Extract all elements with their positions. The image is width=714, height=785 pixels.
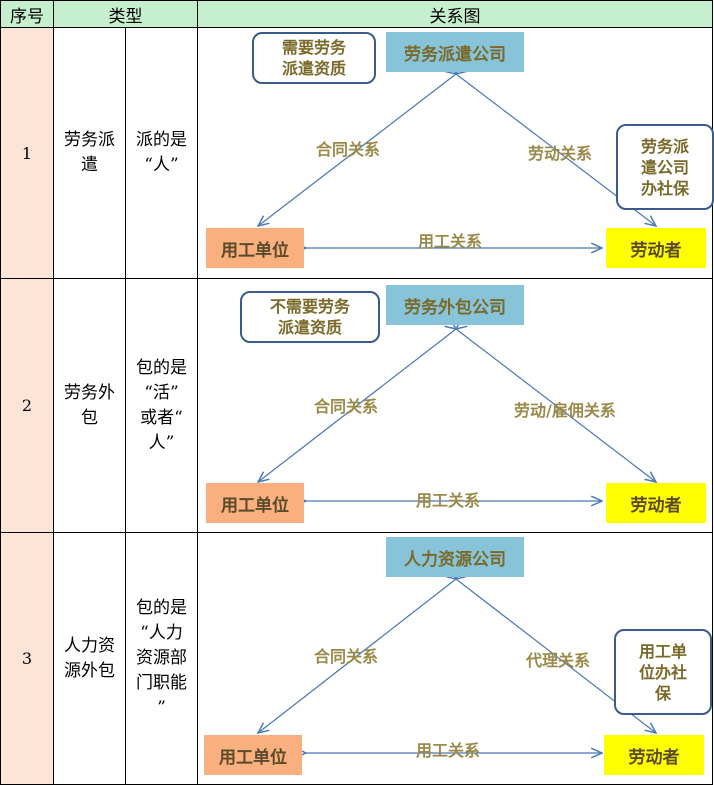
row-2-diagram: 劳务外包公司 不需要劳务 派遣资质 合同关系 劳动/雇佣关系 用工关系 用工单位… xyxy=(198,279,713,533)
row-3-worker-box: 劳动者 xyxy=(604,735,704,775)
row-1-desc: 派的是 “人” xyxy=(126,28,198,279)
row-3-rel-bottom: 用工关系 xyxy=(416,741,481,760)
row-2-rel-right: 劳动/雇佣关系 xyxy=(514,401,616,420)
row-1-rel-left: 合同关系 xyxy=(316,140,381,159)
row-3-type: 人力资 源外包 xyxy=(54,533,126,785)
row-2-seq: 2 xyxy=(0,279,54,533)
row-1-rel-right: 劳动关系 xyxy=(528,144,593,163)
row-3-desc: 包的是 “人力 资源部 门职能 ” xyxy=(126,533,198,785)
header-seq: 序号 xyxy=(0,0,54,28)
row-2-company-box: 劳务外包公司 xyxy=(386,285,524,325)
row-2-rel-left: 合同关系 xyxy=(314,397,379,416)
row-1-rel-bottom: 用工关系 xyxy=(418,232,483,251)
header-type: 类型 xyxy=(54,0,198,28)
row-1-worker-box: 劳动者 xyxy=(606,228,706,268)
row-3-seq: 3 xyxy=(0,533,54,785)
header-diagram: 关系图 xyxy=(198,0,713,28)
row-2-note-company: 不需要劳务 派遣资质 xyxy=(240,291,380,343)
row-3-rel-left: 合同关系 xyxy=(314,647,379,666)
row-1-company-box: 劳务派遣公司 xyxy=(386,32,524,72)
row-1-type: 劳务派 遣 xyxy=(54,28,126,279)
row-3-employer-box: 用工单位 xyxy=(204,735,302,775)
row-1-seq: 1 xyxy=(0,28,54,279)
row-2-arrows xyxy=(198,279,713,533)
row-3-diagram: 人力资源公司 用工单 位办社 保 合同关系 代理关系 用工关系 用工单位 劳动者 xyxy=(198,533,713,785)
row-1-employer-box: 用工单位 xyxy=(206,228,304,268)
row-2-worker-box: 劳动者 xyxy=(606,483,706,523)
row-2-rel-bottom: 用工关系 xyxy=(416,491,481,510)
row-3-note-worker: 用工单 位办社 保 xyxy=(614,629,712,715)
row-1-diagram: 劳务派遣公司 需要劳务 派遣资质 劳务派 遣公司 办社保 合同关系 劳动关系 用… xyxy=(198,28,714,279)
row-3-company-box: 人力资源公司 xyxy=(386,537,524,577)
row-2-employer-box: 用工单位 xyxy=(206,483,304,523)
row-2-type: 劳务外 包 xyxy=(54,279,126,533)
row-1-note-company: 需要劳务 派遣资质 xyxy=(252,32,376,84)
row-3-rel-right: 代理关系 xyxy=(526,651,591,670)
row-2-desc: 包的是 “活” 或者“ 人” xyxy=(126,279,198,533)
row-1-note-worker: 劳务派 遣公司 办社保 xyxy=(616,124,714,210)
